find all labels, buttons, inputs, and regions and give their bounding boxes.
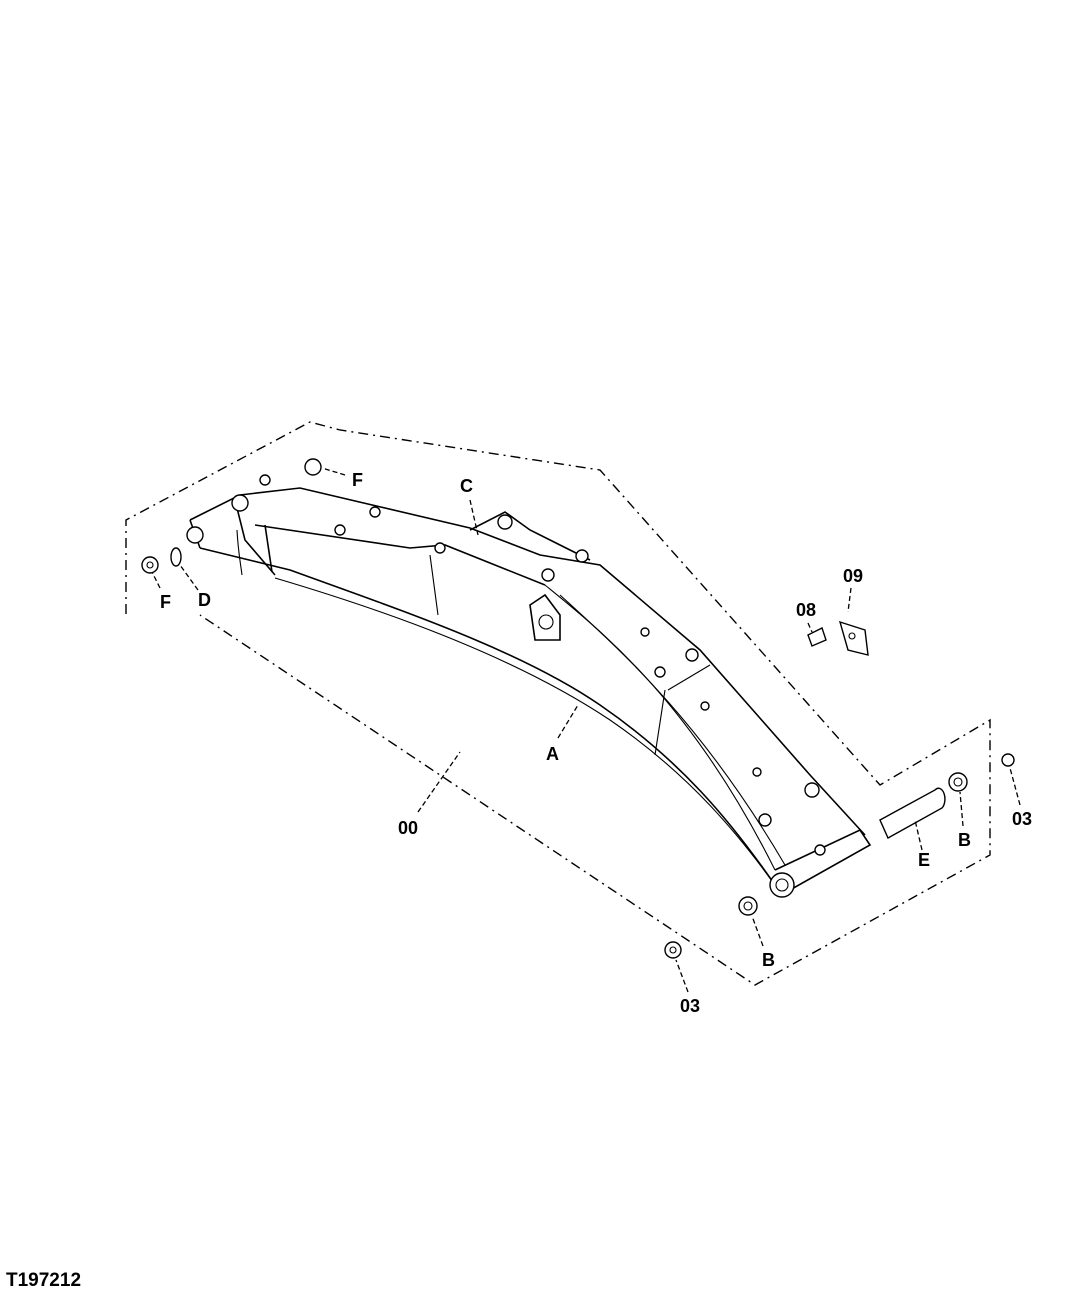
callout-b-bottom: B (762, 950, 775, 970)
callout-08: 08 (796, 600, 816, 620)
assembly-boundary (125, 421, 991, 986)
callout-f-left: F (160, 592, 171, 612)
bolt-03-right (1001, 753, 1015, 767)
figure-id: T197212 (6, 1270, 82, 1291)
callout-09: 09 (843, 566, 863, 586)
callout-labels: F F C D A 00 08 09 B B E 03 03 (160, 470, 1032, 1016)
callout-03-right: 03 (1012, 809, 1032, 829)
pin-f-left (141, 556, 159, 574)
callout-e: E (918, 850, 930, 870)
callout-c: C (460, 476, 473, 496)
bushing-b-bottom (738, 896, 758, 916)
callout-b-right: B (958, 830, 971, 850)
callout-03-bottom: 03 (680, 996, 700, 1016)
pin-e (879, 787, 946, 839)
callout-a: A (546, 744, 559, 764)
callout-00: 00 (398, 818, 418, 838)
bushing-b-right (948, 772, 968, 792)
callout-d: D (198, 590, 211, 610)
boom-body (186, 474, 872, 898)
bolt-08 (807, 627, 827, 647)
pin-f-top (304, 458, 322, 476)
bushing-d (170, 547, 182, 567)
callout-f-top: F (352, 470, 363, 490)
bolt-03-bottom (664, 941, 682, 959)
pin-parts (141, 458, 1015, 959)
leader-lines (151, 467, 1021, 993)
